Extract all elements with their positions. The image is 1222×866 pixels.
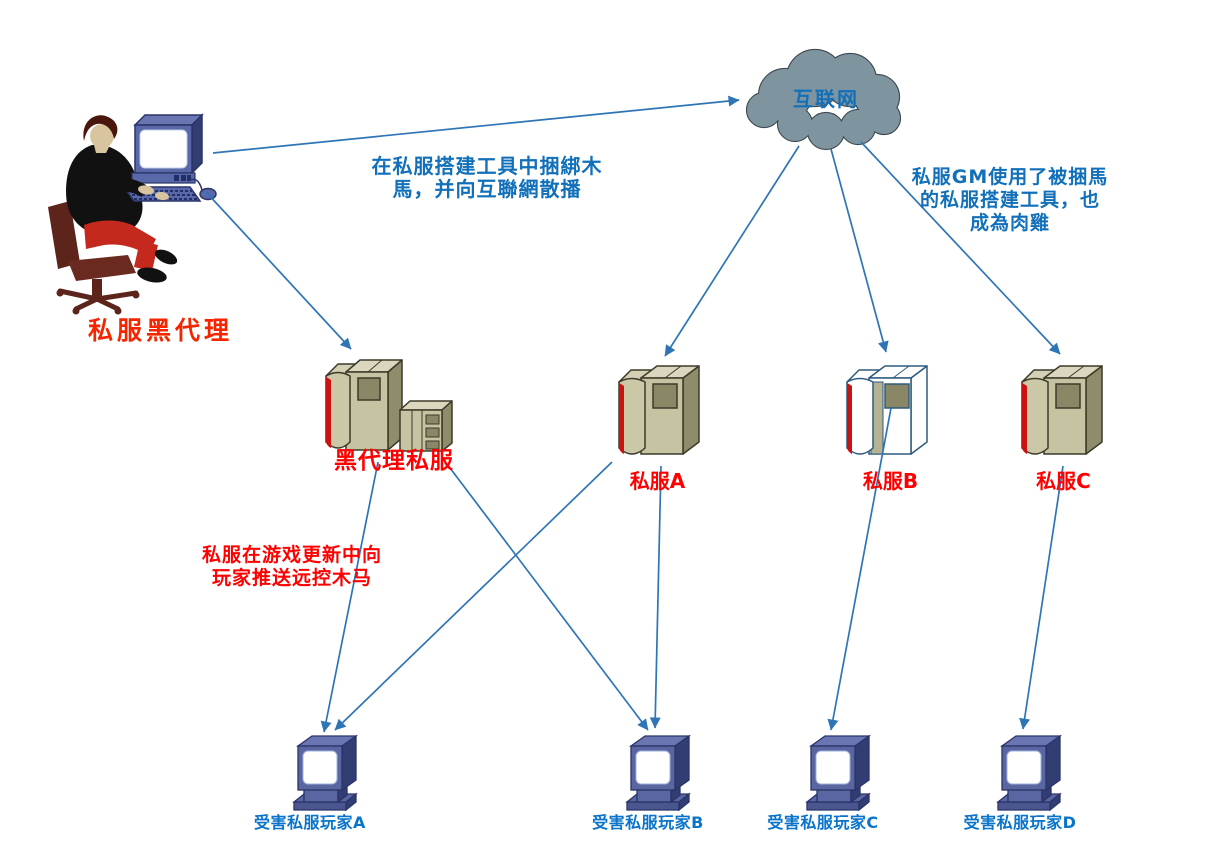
edge-proxy-to-victim-a [320,461,379,733]
proxy-server-label: 黑代理私服 [334,448,454,474]
server-panel [1055,383,1081,409]
hacker-hair [83,115,118,141]
server-panel [357,377,381,401]
chair-seat [68,255,136,281]
edge-server-a-to-victim-a [334,461,613,731]
annotation-gm-zombie: 私服GM使用了被捆馬 的私服搭建工具，也 成為肉雞 [911,166,1109,234]
computer-icon-victim-b [625,734,692,812]
chair-legs [57,288,139,312]
hacker-face [90,124,114,148]
server-icon-proxy [325,359,453,452]
mouse-cable [187,178,203,191]
victim-d-label: 受害私服玩家D [963,813,1077,832]
edge-server-c-to-victim-d [1019,465,1064,730]
monitor-screen [139,129,188,169]
edge-server-a-to-victim-b [649,465,662,729]
internet-label: 互联网 [793,87,859,111]
annotation-bundle-trojan: 在私服搭建工具中捆綁木 馬，并向互聯網散播 [371,154,603,201]
computer-icon-victim-a [292,734,359,812]
hacker-label: 私服黑代理 [87,316,233,345]
annotation-push-trojan: 私服在游戏更新中向 玩家推送远控木马 [201,544,382,589]
edge-server-b-to-victim-c [827,407,892,731]
edge-hacker-to-internet [212,95,740,154]
hacker-clipart [48,113,217,315]
victim-c-label: 受害私服玩家C [767,813,879,832]
server-red-stripe [1022,383,1027,454]
edge-internet-to-server-b [830,148,889,353]
internet-cloud-icon [745,48,902,151]
server-c-label: 私服C [1036,469,1091,493]
server-a-label: 私服A [629,469,686,493]
server-icon-c [1021,365,1103,455]
server-b-label: 私服B [862,469,919,493]
server-icon-b [846,365,928,455]
server-red-stripe [326,377,331,448]
hacker-arm [100,177,146,197]
edge-hacker-to-proxy-server [205,191,352,350]
edge-internet-to-server-c [860,141,1061,355]
victim-a-label: 受害私服玩家A [254,813,366,832]
server-icon-a [618,365,700,455]
edge-proxy-to-victim-b [446,463,649,731]
monitor-top [133,114,204,126]
server-red-stripe [847,383,852,454]
computer-icon-victim-c [805,734,872,812]
victim-b-label: 受害私服玩家B [592,813,704,832]
server-panel [652,383,678,409]
server-red-stripe [619,383,624,454]
chair-back [48,201,80,269]
server-panel [884,383,910,409]
hacker-pants [84,220,156,255]
computer-icon-victim-d [996,734,1063,812]
edge-internet-to-server-a [664,145,800,357]
